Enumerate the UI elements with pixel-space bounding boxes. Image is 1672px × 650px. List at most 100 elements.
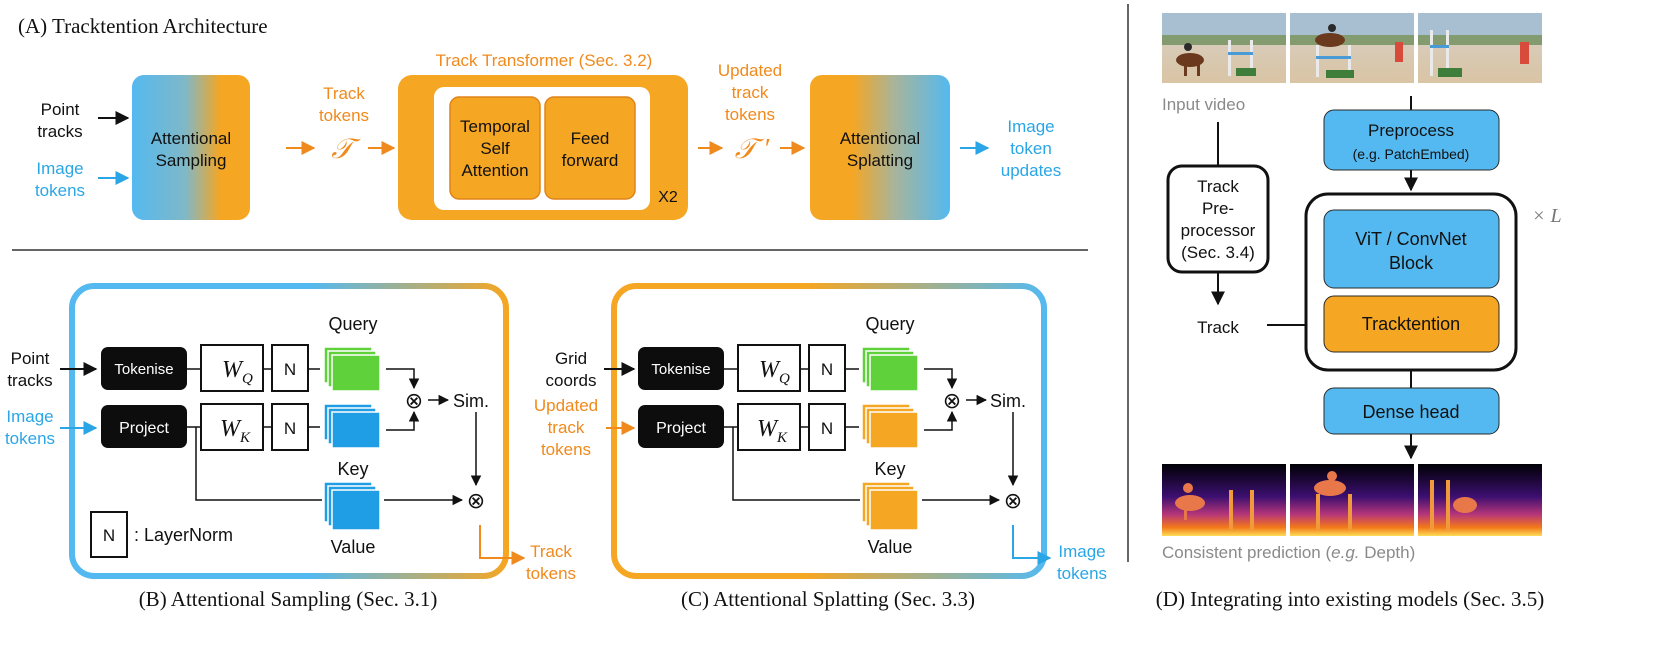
c-tokenise-block bbox=[638, 347, 724, 390]
panel-c-frame bbox=[611, 283, 1047, 579]
b-key-stack bbox=[323, 403, 381, 449]
b-wk: WK bbox=[220, 416, 251, 446]
b-point-line1: Point bbox=[11, 349, 50, 368]
c-arrow-out bbox=[1012, 525, 1052, 565]
temporal-line1: Temporal bbox=[460, 117, 530, 136]
temporal-line2: Self bbox=[480, 139, 510, 158]
c-query-label: Query bbox=[865, 314, 914, 334]
tracktention-label: Tracktention bbox=[1362, 314, 1460, 334]
b-image-line1: Image bbox=[6, 407, 53, 426]
c-value-label: Value bbox=[868, 537, 913, 557]
temporal-line3: Attention bbox=[461, 161, 528, 180]
b-value-label: Value bbox=[331, 537, 376, 557]
c-out-line1: Image bbox=[1058, 542, 1105, 561]
track-pre-line3: processor bbox=[1181, 221, 1256, 240]
b-sim-label: Sim. bbox=[453, 391, 489, 411]
attentional-splatting-block bbox=[810, 75, 950, 220]
c-grid-line2: coords bbox=[545, 371, 596, 390]
image-updates-line2: token bbox=[1010, 139, 1052, 158]
updated-line2: track bbox=[732, 83, 769, 102]
preprocess-label: Preprocess bbox=[1368, 121, 1454, 140]
tracktention-block bbox=[1323, 295, 1500, 353]
point-tracks-label-line2: tracks bbox=[37, 122, 82, 141]
track-pre-line4: (Sec. 3.4) bbox=[1181, 243, 1255, 262]
c-wq-box bbox=[737, 344, 801, 392]
c-grid-line1: Grid bbox=[555, 349, 587, 368]
b-norm-q-box bbox=[271, 344, 309, 392]
b-value-stack bbox=[323, 481, 381, 531]
panel-d-caption: (D) Integrating into existing models (Se… bbox=[1156, 587, 1544, 611]
consistent-prediction-label: Consistent prediction (e.g. Depth) bbox=[1162, 543, 1415, 562]
attentional-sampling-line2: Sampling bbox=[156, 151, 227, 170]
track-symbol: 𝒯 bbox=[331, 134, 361, 165]
c-tokenise-label: Tokenise bbox=[651, 361, 710, 378]
attentional-splatting-line2: Splatting bbox=[847, 151, 913, 170]
c-project-label: Project bbox=[656, 420, 706, 437]
c-otimes-2: ⊗ bbox=[1004, 488, 1022, 513]
b-key-label: Key bbox=[337, 459, 368, 479]
vit-convnet-block bbox=[1323, 209, 1500, 289]
c-query-stack bbox=[861, 346, 919, 392]
panel-c: Grid coords Updated track tokens Tokenis… bbox=[534, 283, 1107, 611]
updated-line1: Updated bbox=[718, 61, 782, 80]
track-tokens-label-line2: tokens bbox=[319, 106, 369, 125]
c-project-block bbox=[638, 405, 724, 448]
times-l-label: × L bbox=[1532, 205, 1562, 227]
input-video-label: Input video bbox=[1162, 95, 1245, 114]
c-updated-line1: Updated bbox=[534, 396, 598, 415]
updated-line3: tokens bbox=[725, 105, 775, 124]
c-updated-line2: track bbox=[548, 418, 585, 437]
c-value-stack bbox=[861, 481, 919, 531]
repeat-x2: X2 bbox=[658, 189, 678, 206]
track-pre-line2: Pre- bbox=[1202, 199, 1234, 218]
panel-b: Point tracks Image tokens Tokenise Proje… bbox=[5, 283, 576, 611]
feed-forward-line2: forward bbox=[562, 151, 619, 170]
b-query-label: Query bbox=[328, 314, 377, 334]
temporal-self-attention-block bbox=[449, 96, 541, 200]
point-tracks-label-line1: Point bbox=[41, 100, 80, 119]
c-norm-k-box bbox=[808, 403, 846, 451]
attentional-sampling-line1: Attentional bbox=[151, 129, 231, 148]
preprocess-sub: (e.g. PatchEmbed) bbox=[1353, 146, 1470, 162]
c-wk: WK bbox=[757, 416, 788, 446]
b-wq: WQ bbox=[222, 357, 253, 387]
b-legend-text: : LayerNorm bbox=[134, 525, 233, 545]
b-arrow-out bbox=[479, 525, 526, 565]
b-tokenise-block bbox=[101, 347, 187, 390]
vit-line1: ViT / ConvNet bbox=[1355, 229, 1466, 249]
track-tokens-label-line1: Track bbox=[323, 84, 365, 103]
c-norm-k: N bbox=[821, 419, 833, 438]
c-sim-label: Sim. bbox=[990, 391, 1026, 411]
b-query-stack bbox=[323, 346, 381, 392]
input-video-frame-1 bbox=[1162, 13, 1286, 83]
b-norm-k: N bbox=[284, 419, 296, 438]
b-tokenise-label: Tokenise bbox=[114, 361, 173, 378]
input-video-frame-3 bbox=[1418, 13, 1542, 83]
c-otimes-1: ⊗ bbox=[943, 388, 961, 413]
c-updated-line3: tokens bbox=[541, 440, 591, 459]
panel-b-frame bbox=[69, 283, 509, 579]
image-updates-line3: updates bbox=[1001, 161, 1062, 180]
b-out-line2: tokens bbox=[526, 564, 576, 583]
b-legend-norm: N bbox=[103, 526, 115, 545]
c-key-label: Key bbox=[874, 459, 905, 479]
attentional-splatting-line1: Attentional bbox=[840, 129, 920, 148]
c-link-value bbox=[732, 427, 860, 501]
b-norm-k-box bbox=[271, 403, 309, 451]
b-wk-box bbox=[200, 403, 264, 451]
track-pre-line1: Track bbox=[1197, 177, 1239, 196]
c-out-line2: tokens bbox=[1057, 564, 1107, 583]
image-tokens-label-line2: tokens bbox=[35, 181, 85, 200]
b-arrow-q-mult bbox=[386, 368, 420, 390]
c-norm-q: N bbox=[821, 360, 833, 379]
b-otimes-2: ⊗ bbox=[467, 488, 485, 513]
c-arrow-k-mult bbox=[924, 410, 958, 431]
c-key-stack bbox=[861, 403, 919, 449]
b-otimes-1: ⊗ bbox=[405, 388, 423, 413]
track-transformer-title: Track Transformer (Sec. 3.2) bbox=[436, 51, 653, 70]
b-link-value bbox=[195, 427, 322, 501]
c-arrow-q-mult bbox=[924, 368, 958, 390]
feed-forward-line1: Feed bbox=[571, 129, 610, 148]
panel-a: (A) Tracktention Architecture Point trac… bbox=[18, 14, 1061, 220]
